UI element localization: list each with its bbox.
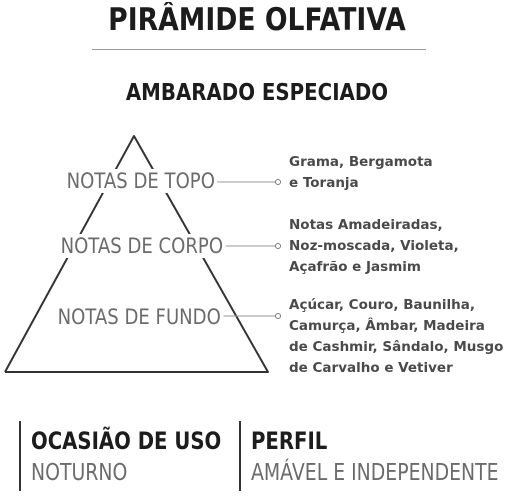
note-line: Notas Amadeiradas, (289, 217, 443, 233)
fragrance-family: AMBARADO ESPECIADO (125, 80, 389, 106)
note-line: Grama, Bergamota (289, 154, 433, 170)
note-line: Açafrão e Jasmim (289, 259, 421, 275)
occasion-value: NOTURNO (31, 460, 128, 486)
info-divider-1 (19, 421, 21, 491)
note-line: Camurça, Âmbar, Madeira (289, 318, 485, 334)
occasion-label: OCASIÃO DE USO (31, 427, 222, 455)
profile-value: AMÁVEL E INDEPENDENTE (251, 460, 499, 486)
connector-dot-top (275, 179, 281, 185)
title-divider (92, 49, 426, 50)
note-line: Noz-moscada, Violeta, (289, 238, 459, 254)
tier-label-middle: NOTAS DE CORPO (58, 234, 226, 258)
profile-label: PERFIL (251, 427, 328, 455)
info-divider-2 (239, 421, 241, 491)
note-line: de Carvalho e Vetiver (289, 360, 453, 376)
page-title: PIRÂMIDE OLFATIVA (108, 2, 406, 38)
tier-label-top: NOTAS DE TOPO (64, 169, 218, 193)
connector-dot-middle (275, 243, 281, 249)
note-line: Açúcar, Couro, Baunilha, (289, 297, 475, 313)
notes-bottom: Açúcar, Couro, Baunilha, Camurça, Âmbar,… (289, 295, 503, 379)
connector-dot-bottom (275, 313, 281, 319)
tier-label-bottom: NOTAS DE FUNDO (55, 305, 224, 329)
note-line: e Toranja (289, 175, 359, 191)
notes-middle: Notas Amadeiradas, Noz-moscada, Violeta,… (289, 215, 459, 278)
note-line: de Cashmir, Sândalo, Musgo (289, 339, 504, 355)
notes-top: Grama, Bergamota e Toranja (289, 152, 433, 194)
